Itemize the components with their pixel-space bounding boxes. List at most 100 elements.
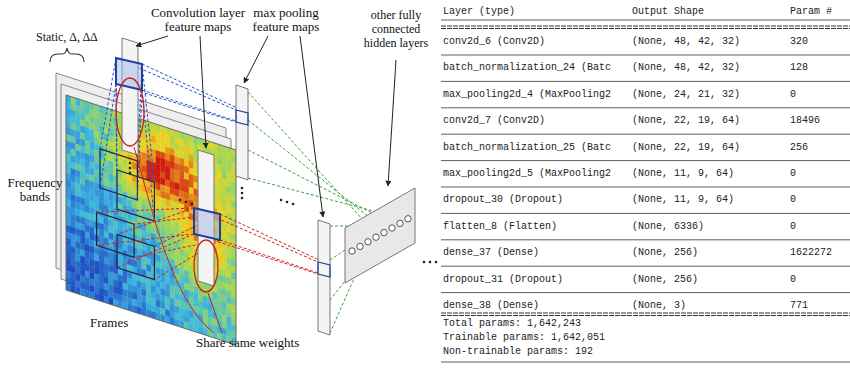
- dashed-connection: [220, 240, 330, 277]
- layer-cell: conv2d_6 (Conv2D): [443, 36, 545, 48]
- neuron: [349, 248, 355, 254]
- ellipsis-dot: [241, 187, 244, 190]
- layer-cell: batch_normalization_24 (Batc: [443, 62, 611, 74]
- neurons: [349, 216, 411, 255]
- neuron: [357, 243, 363, 249]
- shape-cell: (None, 48, 42, 32): [632, 36, 740, 48]
- layer-label: Convolution layer feature maps: [142, 6, 254, 34]
- label-arrow: [200, 36, 206, 148]
- share-ellipse: [116, 78, 144, 146]
- table-rule: [441, 266, 850, 267]
- param-cell: 0: [790, 274, 796, 286]
- connection-fans: [97, 58, 396, 333]
- param-cell: 0: [790, 168, 796, 180]
- share-ellipse: [194, 240, 218, 292]
- dense-layer: [345, 188, 415, 283]
- shape-cell: (None, 11, 9, 64): [632, 168, 734, 180]
- table-rule: [441, 239, 850, 240]
- ellipsis-dot: [423, 261, 426, 264]
- kernel-square: [194, 208, 220, 240]
- ellipsis-dot: [179, 199, 182, 202]
- param-cell: 0: [790, 194, 796, 206]
- spectrogram-frame: [66, 95, 236, 345]
- summary-line: Total params: 1,642,243: [443, 318, 581, 330]
- sheet: [56, 73, 226, 323]
- param-cell: 0: [790, 89, 796, 101]
- dashed-connection: [117, 234, 194, 268]
- ellipsis-dot: [241, 192, 244, 195]
- neuron: [389, 225, 395, 231]
- label-arrow: [244, 36, 268, 83]
- table-rule: [441, 315, 850, 316]
- receptive-patch: [117, 170, 154, 221]
- table-rule: [441, 81, 850, 82]
- axis-label: Frequency bands: [6, 176, 64, 204]
- label-arrow: [388, 60, 396, 186]
- ellipsis-dot: [286, 201, 289, 204]
- param-cell: 256: [790, 142, 808, 154]
- layer-cell: flatten_8 (Flatten): [443, 221, 557, 233]
- neuron: [365, 239, 371, 245]
- shape-cell: (None, 3): [632, 300, 686, 312]
- neuron: [405, 216, 411, 222]
- param-cell: 1622272: [790, 247, 832, 259]
- param-cell: 18496: [790, 115, 820, 127]
- label-arrow: [136, 36, 168, 46]
- shape-cell: (None, 11, 9, 64): [632, 194, 734, 206]
- neuron: [381, 229, 387, 235]
- summary-line: Trainable params: 1,642,051: [443, 332, 605, 344]
- table-rule: [441, 292, 850, 293]
- param-cell: 771: [790, 300, 808, 312]
- layer-cell: conv2d_7 (Conv2D): [443, 115, 545, 127]
- param-cell: 128: [790, 62, 808, 74]
- shape-cell: (None, 256): [632, 274, 698, 286]
- layer-cell: dropout_31 (Dropout): [443, 274, 563, 286]
- param-cell: 320: [790, 36, 808, 48]
- layer-cell: max_pooling2d_4 (MaxPooling2: [443, 89, 611, 101]
- dashed-connection: [142, 64, 248, 113]
- pooling-map: [318, 220, 330, 335]
- table-rules: [441, 20, 850, 362]
- dashed-connection: [248, 120, 380, 226]
- summary-line: Non-trainable params: 192: [443, 346, 593, 358]
- table-rule: [441, 213, 850, 214]
- shape-cell: (None, 22, 19, 64): [632, 115, 740, 127]
- table-header: Layer (type): [443, 6, 515, 18]
- pooling-map: [236, 85, 248, 180]
- layer-cell: dense_37 (Dense): [443, 247, 539, 259]
- pool-cell: [318, 262, 330, 277]
- ellipsis-dot: [435, 261, 438, 264]
- spectrogram: [66, 95, 236, 345]
- shape-cell: (None, 24, 21, 32): [632, 89, 740, 101]
- table-rule: [441, 313, 850, 314]
- ellipsis-dot: [241, 197, 244, 200]
- table-rule: [441, 20, 850, 21]
- feature-map: [122, 38, 138, 155]
- ellipsis-dot: [429, 261, 432, 264]
- label-arrow: [300, 36, 323, 217]
- layer-cell: dropout_30 (Dropout): [443, 194, 563, 206]
- table-rule: [441, 107, 850, 108]
- brace: [50, 48, 84, 62]
- ellipsis-dot: [191, 203, 194, 206]
- channel-label: Static, Δ, ΔΔ: [36, 30, 98, 44]
- neuron: [373, 234, 379, 240]
- table-rule: [441, 134, 850, 135]
- pooling-maps: [236, 85, 330, 335]
- table-rule: [441, 362, 850, 363]
- ellipsis-dot: [280, 199, 283, 202]
- table-rule: [441, 26, 850, 27]
- shape-cell: (None, 256): [632, 247, 698, 259]
- layer-cell: dense_38 (Dense): [443, 300, 539, 312]
- callout-label: Share same weights: [196, 336, 299, 350]
- shape-cell: (None, 22, 19, 64): [632, 142, 740, 154]
- layer-label: max pooling feature maps: [236, 6, 336, 34]
- leader-lines: [134, 147, 222, 333]
- ellipsis-dot: [129, 162, 132, 165]
- dashed-connection: [142, 90, 248, 125]
- table-rule: [441, 28, 850, 29]
- table-rule: [441, 55, 850, 56]
- table-header: Param #: [790, 6, 832, 18]
- param-cell: 0: [790, 221, 796, 233]
